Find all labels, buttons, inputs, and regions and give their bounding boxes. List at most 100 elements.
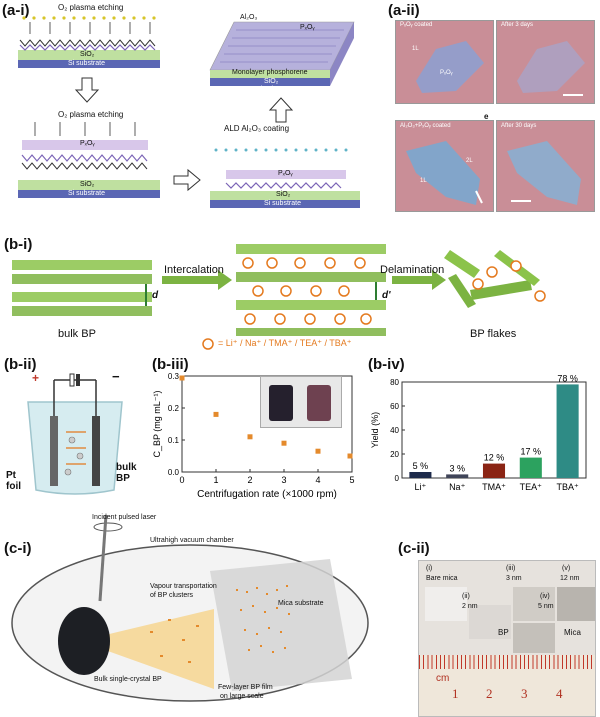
c-ii-v: (v) [562, 565, 571, 572]
vial-dark [269, 385, 293, 421]
c-i-vapour-label-1: Vapour transportation [150, 583, 217, 590]
a-ii-tr-caption: After 3 days [501, 22, 534, 28]
a-i-label-mono: Monolayer phosphorene [232, 69, 308, 76]
data-point [179, 375, 185, 381]
x-tick-label: 5 [349, 475, 354, 485]
b-i-d-label: d [152, 290, 159, 301]
c-i-film-label-2: on large scale [220, 693, 264, 700]
panel-label-b-iv: (b-iv) [368, 356, 405, 373]
a-i-label-si-2: Si substrate [68, 190, 105, 197]
x-tick-label: 3 [281, 475, 286, 485]
c-i-laser-label: Incident pulsed laser [92, 514, 157, 521]
bar [446, 474, 469, 478]
bar [482, 463, 506, 478]
c-ii-5nm: 5 nm [538, 603, 554, 610]
category-label: TMA⁺ [482, 482, 506, 492]
c-ii-tile-5 [557, 587, 595, 621]
a-i-label-sio2-2: SiO₂ [80, 181, 95, 188]
a-ii-bl-caption: Al₂O₃+PₓOᵧ coated [400, 123, 451, 129]
c-ii-mica-label: Mica [564, 628, 581, 637]
panel-label-a-ii: (a-ii) [388, 2, 420, 19]
a-i-label-si-3: Si substrate [256, 86, 293, 93]
c-ii-i: (i) [426, 565, 433, 572]
b-i-delamination-label: Delamination [380, 264, 445, 276]
panel-label-b-ii: (b-ii) [4, 356, 37, 373]
data-point [347, 453, 353, 459]
bulk-bp-layers [12, 260, 152, 316]
c-i-mica-label: Mica substrate [278, 600, 324, 607]
c-i-film-label-1: Few-layer BP film [218, 684, 273, 691]
bp-flakes [444, 250, 546, 308]
b-ii-pt-label: Pt foil [6, 470, 21, 492]
a-ii-photo-top-left [395, 20, 494, 104]
bar-value-label: 17 % [521, 447, 542, 457]
x-tick-label: 0 [179, 475, 184, 485]
b-ii-plus: + [32, 371, 40, 385]
y-tick-label: 20 [390, 450, 399, 459]
y-tick-label: 0 [395, 474, 400, 483]
c-ii-bare: Bare mica [426, 575, 458, 582]
c-ii-tile-1 [425, 587, 467, 621]
y-tick-label: 60 [390, 402, 399, 411]
panel-label-a-i: (a-i) [2, 2, 30, 19]
category-label: TEA⁺ [520, 482, 543, 492]
y-tick-label: 80 [390, 378, 399, 387]
a-ii-photo-bottom-right [496, 120, 595, 212]
y-tick-label: 0.2 [168, 404, 180, 413]
c-ii-ruler-4: 4 [556, 686, 563, 701]
bar-value-label: 78 % [557, 373, 578, 383]
y-tick-label: 0.3 [168, 372, 180, 381]
b-i-diagram [12, 244, 546, 350]
bar [409, 472, 432, 478]
stack-top-left [18, 16, 160, 68]
b-iii-inset-photo [260, 376, 342, 428]
b-ii-minus: − [112, 369, 120, 384]
c-ii-12nm: 12 nm [560, 575, 580, 582]
a-i-diagram [18, 16, 360, 208]
a-ii-photo-bottom-left [395, 120, 494, 212]
c-ii-cm-label: cm [436, 673, 450, 684]
category-label: Li⁺ [415, 482, 427, 492]
x-tick-label: 4 [315, 475, 320, 485]
data-point [281, 440, 287, 446]
y-tick-label: 40 [390, 426, 399, 435]
a-i-label-si-4: Si substrate [264, 200, 301, 207]
a-ii-pxoy: PₓOᵧ [440, 70, 453, 76]
b-i-flakes-label: BP flakes [470, 328, 517, 340]
c-ii-ii: (ii) [462, 593, 470, 600]
stack-bottom-right [210, 148, 360, 208]
a-ii-1l-b: 1L [420, 178, 427, 184]
c-ii-bp-label: BP [498, 628, 509, 637]
b-i-intercalation-label: Intercalation [164, 264, 224, 276]
c-ii-tile-3 [513, 587, 555, 621]
y-tick-label: 0.0 [168, 468, 180, 477]
a-ii-1l-a: 1L [412, 46, 419, 52]
a-ii-tl-caption: PₓOᵧ coated [400, 22, 433, 28]
intercalated-bp-layers [236, 244, 386, 336]
c-ii-photo [418, 560, 596, 717]
a-i-label-pxoy-1: PₓOᵧ [80, 140, 95, 147]
panel-label-b-iii: (b-iii) [152, 356, 189, 373]
a-i-label-pxoy-2: PₓOᵧ [300, 24, 315, 31]
b-i-dp-label: d' [382, 290, 391, 301]
a-i-label-sio2-1: SiO₂ [80, 51, 95, 58]
bar-value-label: 12 % [484, 453, 505, 463]
a-i-label-etch-1: O₂ plasma etching [58, 3, 124, 12]
data-point [247, 434, 253, 440]
bar [519, 457, 542, 478]
b-ii-bulk-label: bulk BP [116, 462, 137, 484]
b-i-ion-legend: = Li⁺ / Na⁺ / TMA⁺ / TEA⁺ / TBA⁺ [218, 338, 352, 348]
x-tick-label: 1 [213, 475, 218, 485]
x-axis-label: Centrifugation rate (×1000 rpm) [197, 489, 337, 500]
c-ii-iii: (iii) [506, 565, 516, 572]
y-axis-label: Yield (%) [370, 412, 380, 448]
a-ii-br-caption: After 30 days [501, 123, 537, 129]
y-tick-label: 0.1 [168, 436, 180, 445]
a-i-label-pxoy-3: PₓOᵧ [278, 170, 293, 177]
a-ii-2l: 2L [466, 158, 473, 164]
y-axis-label: C_BP (mg mL⁻¹) [152, 390, 162, 457]
c-ii-ruler-2: 2 [486, 686, 493, 701]
stack-top-right [209, 21, 355, 86]
